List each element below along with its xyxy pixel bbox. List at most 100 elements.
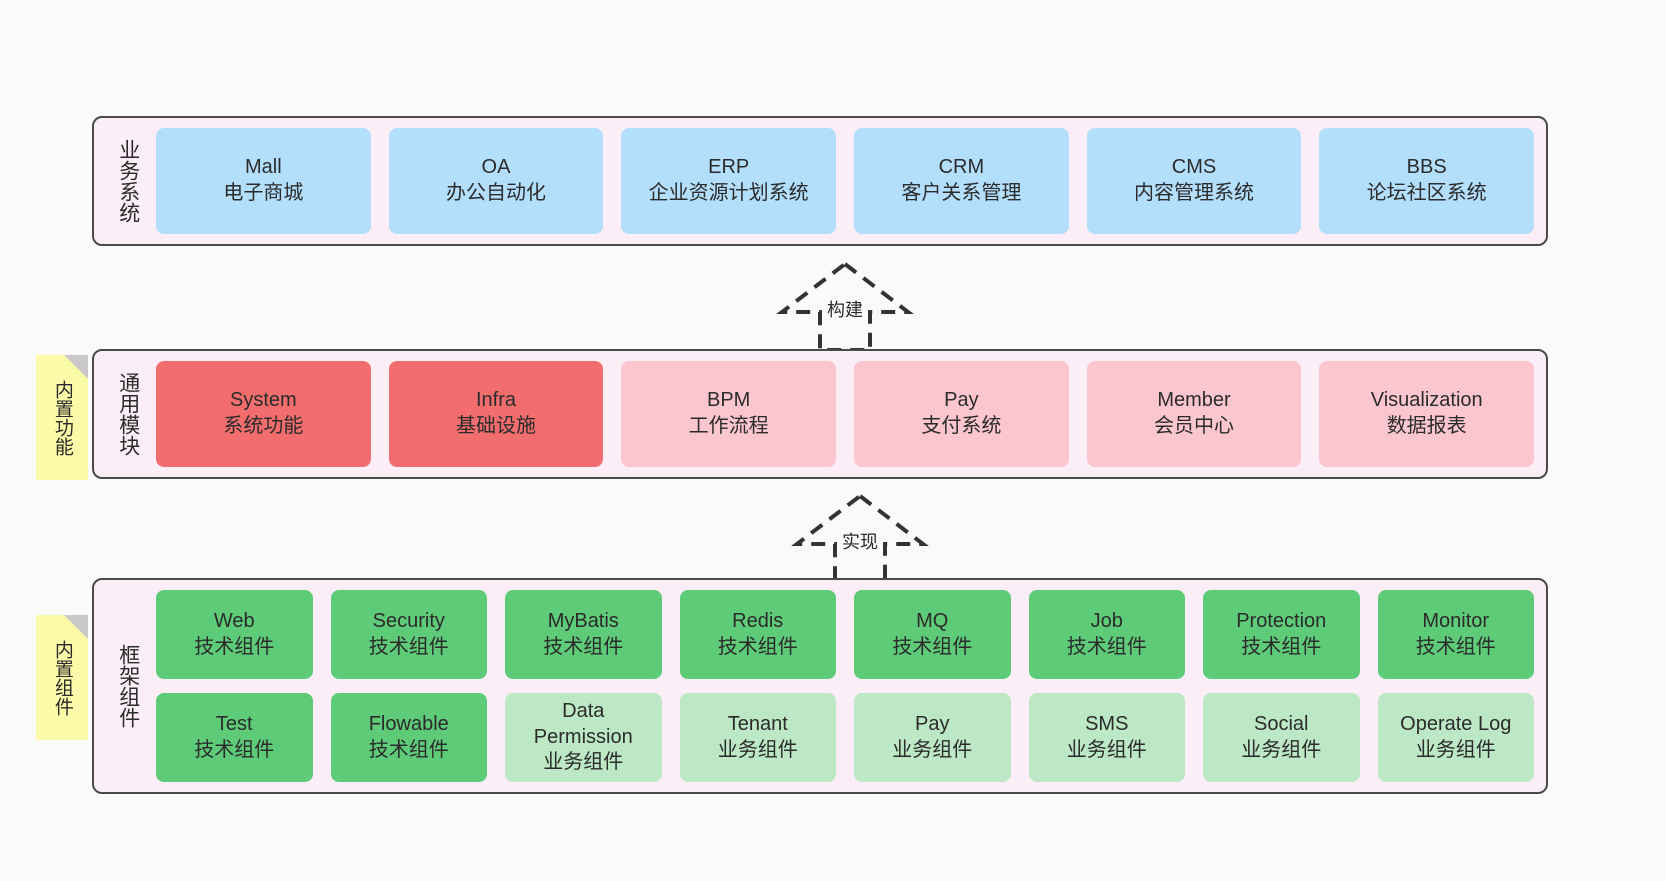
node-subtitle: 业务组件 xyxy=(717,738,798,761)
node-title: ERP xyxy=(708,156,750,179)
layer-label-framework-components: 框架组件 xyxy=(116,644,140,728)
node-system[interactable]: System 系统功能 xyxy=(156,361,371,467)
layer-framework-components: 框架组件 Web 技术组件 Security 技术组件 MyBatis 技术组件… xyxy=(92,578,1548,794)
node-title: MQ xyxy=(916,609,949,632)
node-subtitle: 企业资源计划系统 xyxy=(648,182,809,204)
node-test[interactable]: Test 技术组件 xyxy=(156,693,313,782)
node-bpm[interactable]: BPM 工作流程 xyxy=(621,361,837,467)
layer-label-business-systems: 业务系统 xyxy=(116,139,140,223)
node-subtitle: 业务组件 xyxy=(1066,738,1147,761)
node-subtitle: 技术组件 xyxy=(717,635,798,658)
node-title: Redis xyxy=(732,609,784,632)
row: Mall 电子商城 OA 办公自动化 ERP 企业资源计划系统 CRM 客户关系… xyxy=(156,128,1535,234)
node-title: CRM xyxy=(938,156,985,179)
node-pay[interactable]: Pay 支付系统 xyxy=(854,361,1069,467)
node-web[interactable]: Web 技术组件 xyxy=(156,590,313,679)
node-subtitle: 技术组件 xyxy=(368,738,449,761)
layer-body-common-modules: System 系统功能 Infra 基础设施 BPM 工作流程 Pay 支付系统… xyxy=(150,361,1535,467)
node-title: Pay xyxy=(915,712,950,735)
node-subtitle: 业务组件 xyxy=(1241,738,1322,761)
layer-body-business-systems: Mall 电子商城 OA 办公自动化 ERP 企业资源计划系统 CRM 客户关系… xyxy=(150,128,1535,234)
node-subtitle: 技术组件 xyxy=(1066,635,1147,658)
node-sms[interactable]: SMS 业务组件 xyxy=(1028,693,1185,782)
node-subtitle: 业务组件 xyxy=(1415,738,1496,761)
node-cms[interactable]: CMS 内容管理系统 xyxy=(1086,128,1302,234)
layer-label-common-modules: 通用模块 xyxy=(116,372,140,456)
layer-common-modules: 通用模块 System 系统功能 Infra 基础设施 BPM 工作流程 Pay… xyxy=(92,349,1548,479)
node-infra[interactable]: Infra 基础设施 xyxy=(388,361,604,467)
node-monitor[interactable]: Monitor 技术组件 xyxy=(1377,590,1534,679)
node-pay-component[interactable]: Pay 业务组件 xyxy=(854,693,1011,782)
node-mall[interactable]: Mall 电子商城 xyxy=(156,128,371,234)
node-operate-log[interactable]: Operate Log 业务组件 xyxy=(1377,693,1534,782)
node-bbs[interactable]: BBS 论坛社区系统 xyxy=(1319,128,1535,234)
folded-corner-icon xyxy=(64,615,88,639)
node-subtitle: 系统功能 xyxy=(223,415,304,437)
node-security[interactable]: Security 技术组件 xyxy=(330,590,487,679)
node-title: BPM xyxy=(707,389,751,412)
sticky-note-builtin-features: 内置功能 xyxy=(36,355,88,480)
row: Web 技术组件 Security 技术组件 MyBatis 技术组件 Redi… xyxy=(156,590,1534,679)
node-title: System xyxy=(229,389,297,412)
node-job[interactable]: Job 技术组件 xyxy=(1028,590,1185,679)
node-protection[interactable]: Protection 技术组件 xyxy=(1203,590,1360,679)
node-title: Member xyxy=(1157,389,1231,412)
node-title: BBS xyxy=(1406,156,1447,179)
node-mybatis[interactable]: MyBatis 技术组件 xyxy=(505,590,662,679)
node-title: Data Permission xyxy=(533,700,633,748)
layer-business-systems: 业务系统 Mall 电子商城 OA 办公自动化 ERP 企业资源计划系统 CRM… xyxy=(92,116,1548,246)
arrow-implement-label: 实现 xyxy=(842,532,878,552)
node-title: Pay xyxy=(944,389,979,412)
node-subtitle: 办公自动化 xyxy=(446,182,546,204)
node-subtitle: 技术组件 xyxy=(543,635,624,658)
arrow-build: 构建 xyxy=(760,258,930,354)
node-title: Monitor xyxy=(1422,609,1490,632)
node-title: Flowable xyxy=(368,712,449,735)
node-title: Test xyxy=(215,712,253,735)
node-subtitle: 技术组件 xyxy=(194,738,275,761)
node-title: MyBatis xyxy=(547,609,619,632)
folded-corner-icon xyxy=(64,355,88,379)
node-title: Mall xyxy=(245,156,282,179)
node-subtitle: 数据报表 xyxy=(1386,415,1467,437)
sticky-note-builtin-components: 内置组件 xyxy=(36,615,88,740)
node-subtitle: 技术组件 xyxy=(368,635,449,658)
node-subtitle: 电子商城 xyxy=(223,182,304,204)
sticky-note-label: 内置功能 xyxy=(51,379,73,456)
node-subtitle: 会员中心 xyxy=(1154,415,1235,437)
sticky-note-label: 内置组件 xyxy=(51,639,73,716)
node-subtitle: 论坛社区系统 xyxy=(1366,182,1487,204)
node-title: CMS xyxy=(1171,156,1217,179)
node-erp[interactable]: ERP 企业资源计划系统 xyxy=(621,128,837,234)
node-title: Web xyxy=(213,609,255,632)
node-subtitle: 内容管理系统 xyxy=(1134,182,1255,204)
node-flowable[interactable]: Flowable 技术组件 xyxy=(330,693,487,782)
node-title: Visualization xyxy=(1370,389,1483,412)
node-oa[interactable]: OA 办公自动化 xyxy=(388,128,604,234)
node-title: Protection xyxy=(1236,609,1327,632)
node-redis[interactable]: Redis 技术组件 xyxy=(679,590,836,679)
node-crm[interactable]: CRM 客户关系管理 xyxy=(854,128,1069,234)
node-tenant[interactable]: Tenant 业务组件 xyxy=(679,693,836,782)
node-title: OA xyxy=(481,156,511,179)
node-title: Operate Log xyxy=(1400,712,1512,735)
node-subtitle: 技术组件 xyxy=(892,635,973,658)
row: Test 技术组件 Flowable 技术组件 Data Permission … xyxy=(156,693,1534,782)
node-subtitle: 支付系统 xyxy=(921,415,1002,437)
node-subtitle: 业务组件 xyxy=(892,738,973,761)
node-subtitle: 工作流程 xyxy=(688,415,769,437)
node-title: Security xyxy=(372,609,445,632)
node-visualization[interactable]: Visualization 数据报表 xyxy=(1319,361,1535,467)
node-title: Social xyxy=(1254,712,1309,735)
node-title: Infra xyxy=(475,389,517,412)
node-subtitle: 基础设施 xyxy=(456,415,536,437)
node-member[interactable]: Member 会员中心 xyxy=(1086,361,1302,467)
node-mq[interactable]: MQ 技术组件 xyxy=(854,590,1011,679)
arrow-build-label: 构建 xyxy=(827,300,863,320)
node-social[interactable]: Social 业务组件 xyxy=(1203,693,1360,782)
node-data-permission[interactable]: Data Permission 业务组件 xyxy=(505,693,662,782)
arrow-implement: 实现 xyxy=(775,490,945,586)
node-subtitle: 业务组件 xyxy=(543,751,624,774)
node-title: SMS xyxy=(1085,712,1129,735)
